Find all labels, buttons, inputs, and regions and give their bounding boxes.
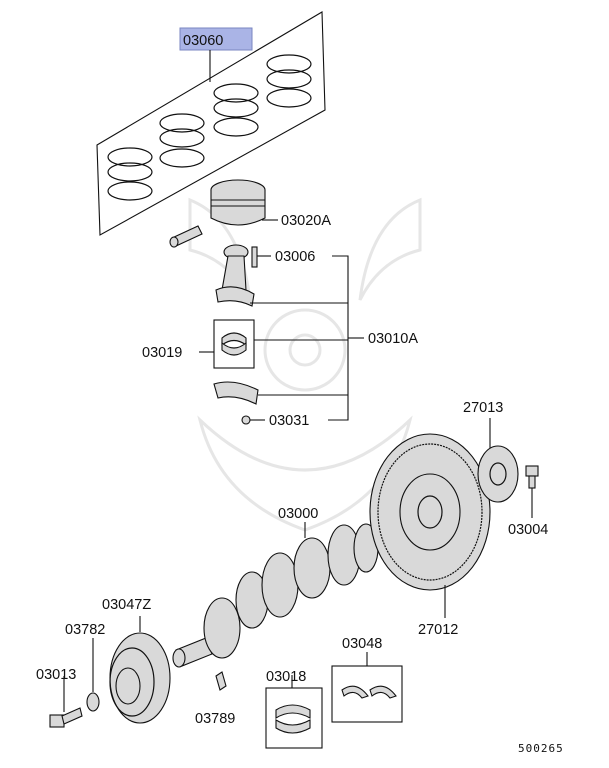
label-conrod-nut: 03031 [269, 413, 309, 429]
pulley-bolt[interactable] [49, 676, 83, 728]
main-bearing[interactable] [265, 675, 323, 749]
flywheel-plate[interactable] [477, 418, 519, 503]
assembly-bracket [250, 255, 364, 421]
label-crank-pulley: 03047Z [102, 597, 151, 613]
label-conrod-bearing: 03019 [142, 345, 182, 361]
label-pulley-washer: 03782 [65, 622, 105, 638]
crankshaft[interactable] [172, 522, 379, 668]
piston-pin[interactable] [169, 225, 203, 248]
label-pulley-bolt: 03013 [36, 667, 76, 683]
part-highlight [179, 27, 253, 51]
label-conrod-bolt: 03006 [275, 249, 315, 265]
ring-stack-3 [213, 83, 259, 137]
label-main-bearing: 03018 [266, 669, 306, 685]
piston-ring-set[interactable] [96, 11, 326, 236]
woodruff-key[interactable] [215, 671, 227, 691]
ring-stack-2 [159, 113, 205, 168]
ring-stack-4 [266, 54, 312, 108]
crank-pulley[interactable] [109, 616, 171, 724]
conrod-cap[interactable] [213, 381, 265, 425]
diagram-id: 500265 [518, 742, 564, 755]
pulley-washer[interactable] [86, 638, 100, 712]
label-flywheel-bolt: 03004 [508, 522, 548, 538]
thrust-bearing[interactable] [331, 652, 403, 723]
flywheel[interactable] [369, 433, 491, 618]
conrod-bearing[interactable] [199, 319, 255, 369]
piston[interactable] [210, 179, 278, 226]
label-flywheel-plate: 27013 [463, 400, 503, 416]
flywheel-bolt[interactable] [525, 465, 539, 518]
label-conrod-assembly: 03010A [368, 331, 418, 347]
label-flywheel: 27012 [418, 622, 458, 638]
label-piston: 03020A [281, 213, 331, 229]
label-piston-ring-set: 03060 [183, 33, 223, 49]
label-crankshaft: 03000 [278, 506, 318, 522]
ring-stack-1 [107, 147, 153, 201]
connecting-rod[interactable] [215, 244, 271, 307]
label-thrust-bearing: 03048 [342, 636, 382, 652]
label-key: 03789 [195, 711, 235, 727]
